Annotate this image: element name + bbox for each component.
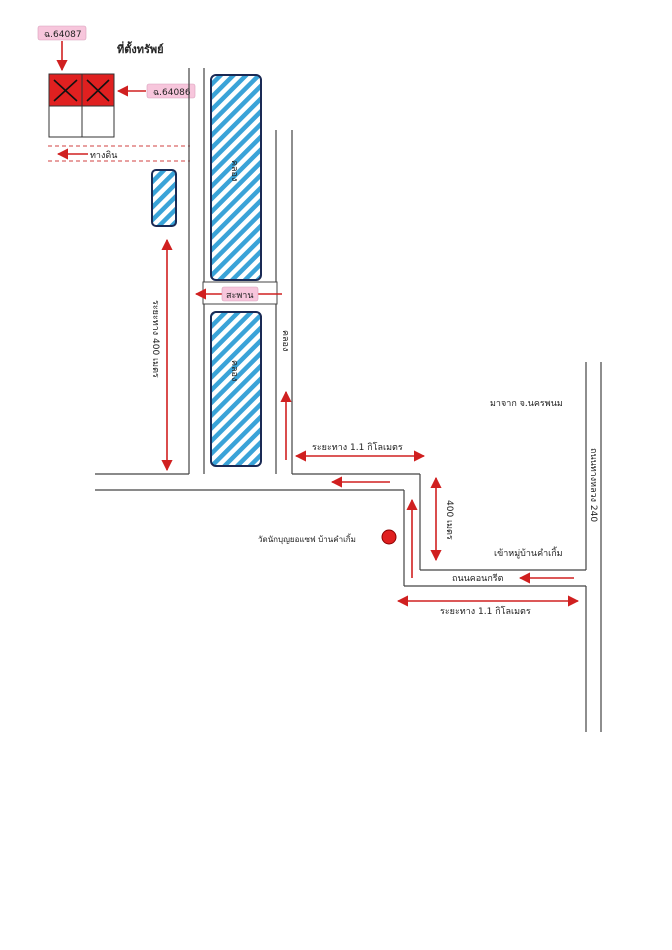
cross-mark-icon	[86, 79, 110, 102]
distance-upper-label: ระยะทาง 1.1 กิโลเมตร	[312, 442, 403, 453]
bridge-label: สะพาน	[226, 291, 253, 301]
temple-label: วัดนักบุญยอแซฟ บ้านคำเกิ้ม	[258, 533, 356, 544]
canal-lower	[210, 311, 262, 467]
concrete-road-label: ถนนคอนกรีต	[452, 573, 504, 584]
bridge-tag	[221, 286, 259, 302]
from-nakhon-phanom-label: มาจาก จ.นครพนม	[490, 399, 563, 409]
dirt-road-label: ทางดิน	[90, 150, 117, 161]
small-pond	[151, 169, 177, 227]
side-canal-label: คลอง	[280, 330, 290, 351]
cross-mark-icon	[53, 79, 78, 102]
deed-tag-label: ฉ.64086	[153, 88, 191, 98]
distance-lower-label: ระยะทาง 1.1 กิโลเมตร	[440, 606, 531, 617]
deed-tag-64087: ฉ.64087	[37, 25, 87, 41]
map-title: ที่ตั้งทรัพย์	[117, 41, 164, 56]
canal-lower-label: คลอง	[229, 360, 239, 381]
highway-240-label: ถนนทางหลวง 240	[588, 448, 598, 522]
deed-tag-label: ฉ.64087	[44, 30, 82, 40]
distance-400-vertical-label: ระยะทาง 400 เมตร	[150, 300, 160, 378]
enter-village-label: เข้าหมู่บ้านคำเกิ้ม	[494, 546, 563, 559]
land-plot-grid	[48, 73, 115, 138]
distance-400-short-label: 400 เมตร	[444, 500, 454, 540]
canal-upper-label: คลอง	[229, 160, 239, 181]
temple-marker-icon	[381, 529, 397, 545]
deed-tag-64086: ฉ.64086	[146, 83, 196, 99]
canal-upper	[210, 74, 262, 281]
